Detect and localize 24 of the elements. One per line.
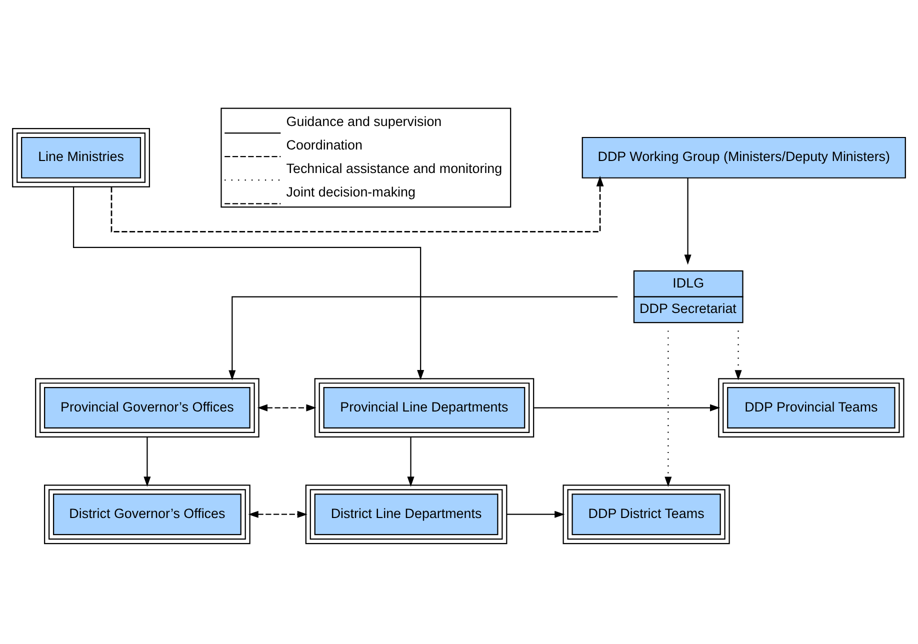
arrow [506,510,565,518]
arrow [248,510,308,518]
node-box: Line Ministries [12,128,150,188]
arrow [144,437,151,487]
arrow [664,330,672,487]
legend-label: Guidance and supervision [286,114,442,129]
legend-label: Joint decision-making [286,184,416,200]
arrow [110,176,604,232]
arrow [734,330,742,380]
node-box: District Line Departments [305,484,508,544]
node-box: Provincial Governor’s Offices [35,378,260,438]
node-box: DDP District Teams [562,484,730,544]
node-box: Provincial Line Departments [314,378,534,438]
legend-label: Technical assistance and monitoring [286,160,502,176]
node-box: DDP Working Group (Ministers/Deputy Ministers) [582,136,906,178]
arrow [684,178,692,265]
arrow [407,437,414,487]
arrow [72,187,424,380]
node-box: District Governor’s Offices [44,484,250,544]
arrow [228,296,618,380]
arrow [534,404,720,412]
node-box: DDP Provincial Teams [718,378,904,438]
arrow [257,404,316,412]
legend-label: Coordination [286,137,362,152]
